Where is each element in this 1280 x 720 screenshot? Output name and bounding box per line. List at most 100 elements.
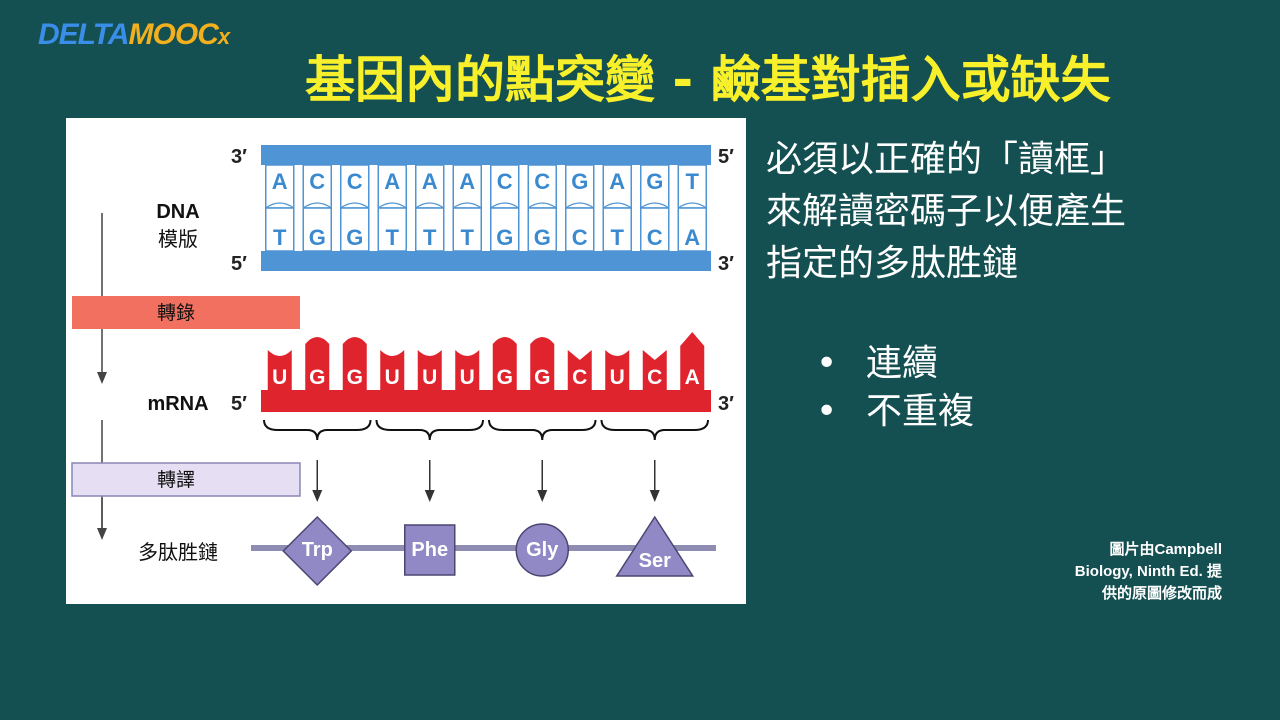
dna-top-base-box [602,164,632,209]
dna-bottom-base: C [572,225,588,250]
mrna-base: U [385,366,400,389]
dna-bottom-base: T [273,225,287,250]
mrna-base: U [272,366,287,389]
dna-top-base-box [415,164,445,209]
mrna-base-shape [530,337,555,390]
bullet-item: •連續 [816,340,974,388]
mrna-base: G [497,366,513,389]
codon-arrow-head [312,490,323,502]
dna-top-base: A [459,169,475,194]
dna-base-pair-line [565,202,595,209]
bullet-text-nonoverlapping: 不重複 [866,391,975,432]
dna-base-pair-line [302,202,332,209]
dna-top-base-box [677,164,707,209]
mrna-strand [261,390,711,412]
dna-top-base: C [497,169,513,194]
dna-bottom-right-end: 3′ [718,253,734,275]
dna-top-base-box [340,164,370,209]
dna-top-base-box [640,164,670,209]
mrna-base-shape [417,350,442,390]
bullet-dot-icon: • [816,391,838,432]
dna-base-pair-line [377,202,407,209]
dna-bottom-base: A [684,225,700,250]
mrna-base: G [347,366,363,389]
mrna-base-shape [492,337,517,390]
mrna-base: C [572,366,587,389]
codon-arrow-head [649,490,660,502]
dna-bottom-base-box [452,207,482,252]
amino-acid-label: Ser [639,550,671,572]
dna-base-pair-line [265,202,295,209]
mrna-base: U [610,366,625,389]
dna-bottom-base: T [611,225,625,250]
dna-bottom-base-box [265,207,295,252]
codon-arrow-head [424,490,435,502]
dna-top-strand [261,145,711,165]
dna-bottom-base-box [640,207,670,252]
dna-bottom-base-box [340,207,370,252]
dna-bottom-base: T [423,225,437,250]
image-credit: 圖片由Campbell Biology, Ninth Ed. 提 供的原圖修改而… [1075,539,1222,605]
codon-brace [488,419,597,441]
credit-line-3: 供的原圖修改而成 [1101,585,1222,602]
dna-bottom-base: G [496,225,513,250]
logo-part-x: x [217,24,230,49]
mrna-base-shape [605,350,630,390]
mrna-base-shape [305,337,330,390]
amino-acid-label: Gly [526,539,559,561]
dna-base-pair-line [677,202,707,209]
codon-groups [263,419,709,502]
dna-bottom-base: G [346,225,363,250]
dna-bottom-base-box [377,207,407,252]
dna-top-base-box [377,164,407,209]
dna-label: DNA [156,201,199,223]
explanation-line-1: 必須以正確的「讀框」 [766,139,1127,180]
dna-top-base: A [384,169,400,194]
mrna-label: mRNA [147,393,208,415]
credit-line-1: 圖片由Campbell [1109,541,1222,558]
dna-top-base: C [347,169,363,194]
dna-top-base-box [565,164,595,209]
dna-top-base: C [309,169,325,194]
mrna-base: G [309,366,325,389]
dna-top-base: A [422,169,438,194]
bullet-item: • 不重複 [816,388,974,436]
mrna-base: G [534,366,550,389]
mrna-right-end: 3′ [718,393,734,415]
amino-acid-shape [515,523,569,577]
dna-base-pair-line [602,202,632,209]
dna-bottom-base-box [527,207,557,252]
dna-top-base: A [272,169,288,194]
mrna-base: C [647,366,662,389]
dna-base-pair-line [415,202,445,209]
dna-base-pair-line [490,202,520,209]
mrna-base: A [685,366,700,389]
dna-bottom-base-box [415,207,445,252]
dna-base-pair-line [527,202,557,209]
dna-top-base: C [534,169,550,194]
mrna-base-shape [567,350,592,390]
dna-bottom-left-end: 5′ [231,253,247,275]
dna-template-label: 模版 [158,227,198,251]
dna-top-base-box [527,164,557,209]
amino-acid-shape [615,515,695,577]
dna-top-left-end: 3′ [231,146,247,168]
dna-bottom-base: T [461,225,475,250]
dna-bottom-base: C [647,225,663,250]
explanation-line-2: 來解讀密碼子以便產生 [766,191,1127,232]
dna-base-pair-line [452,202,482,209]
dna-bottom-base-box [677,207,707,252]
transcription-box [72,296,300,329]
bullet-dot-icon: • [816,343,838,384]
mrna-base-shape [342,337,367,390]
credit-line-2: Biology, Ninth Ed. 提 [1074,563,1222,580]
dna-bottom-base: T [386,225,400,250]
codon-brace [375,419,484,441]
arrow-head-1 [97,372,107,384]
mrna-base-shape [455,350,480,390]
transcription-label: 轉錄 [157,302,195,324]
